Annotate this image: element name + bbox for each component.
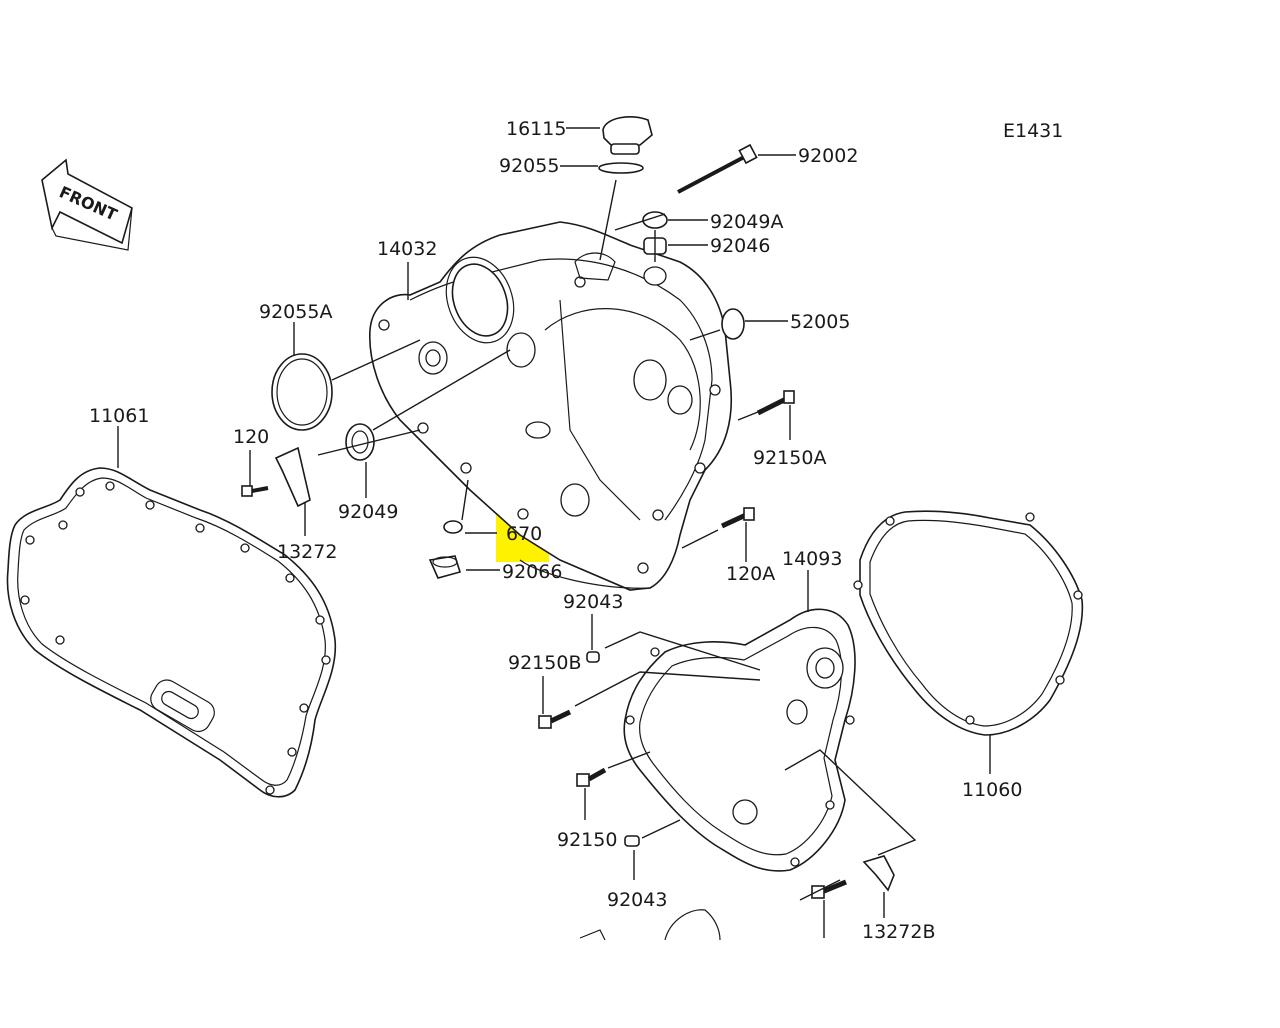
label-14032: 14032 [377, 238, 437, 260]
seal-92049 [345, 423, 375, 461]
label-92055: 92055 [499, 155, 559, 177]
label-92043-upper: 92043 [563, 591, 623, 613]
label-92066: 92066 [502, 561, 562, 583]
o-ring-92055 [598, 162, 644, 174]
gasket-11060-holes [853, 512, 1083, 725]
bolt-120A [720, 507, 755, 529]
label-13272: 13272 [277, 541, 337, 563]
bracket-13272B [862, 855, 895, 892]
label-670: 670 [506, 523, 542, 545]
gasket-11061-slot [150, 679, 215, 733]
label-92055A: 92055A [259, 301, 332, 323]
label-11061: 11061 [89, 405, 149, 427]
bolt-92150A [756, 390, 795, 416]
gasket-11060-inner [869, 519, 1073, 727]
leader-lines [117, 127, 991, 938]
partial-part-bottom [664, 909, 721, 941]
bolt-bottom [811, 879, 847, 899]
label-92150A: 92150A [753, 447, 826, 469]
plug-92066 [428, 555, 462, 579]
o-ring-92055A [271, 353, 333, 431]
label-120A: 120A [726, 563, 775, 585]
label-92046: 92046 [710, 235, 770, 257]
label-52005: 52005 [790, 311, 850, 333]
label-92049A: 92049A [710, 211, 783, 233]
clutch-cover-14032 [369, 221, 733, 591]
gasket-11061 [6, 467, 337, 798]
label-92150B: 92150B [508, 652, 581, 674]
gasket-11061-holes [20, 481, 331, 795]
label-92150: 92150 [557, 829, 617, 851]
gasket-11060 [859, 510, 1084, 736]
label-13272B: 13272B [862, 921, 935, 943]
bolt-92002 [677, 143, 758, 194]
part-labels: 16115 92055 92002 92049A 92046 14032 920… [89, 118, 1022, 943]
bracket-13272 [274, 446, 311, 508]
dowel-92043-upper [586, 651, 600, 663]
seal-52005 [721, 308, 745, 340]
bolt-92150B [538, 709, 572, 729]
front-direction-arrow: FRONT [41, 158, 133, 251]
label-92049: 92049 [338, 501, 398, 523]
label-120: 120 [233, 426, 269, 448]
cap-16115 [602, 116, 653, 155]
o-ring-670 [443, 520, 463, 534]
bolt-92150 [576, 767, 607, 787]
label-16115: 16115 [506, 118, 566, 140]
diagram-code: E1431 [1003, 120, 1063, 142]
label-92043-lower: 92043 [607, 889, 667, 911]
gasket-11061-inner [17, 477, 326, 786]
bolt-120 [241, 485, 269, 497]
dowel-92043-lower [624, 835, 640, 847]
label-14093: 14093 [782, 548, 842, 570]
label-11060: 11060 [962, 779, 1022, 801]
label-92002: 92002 [798, 145, 858, 167]
